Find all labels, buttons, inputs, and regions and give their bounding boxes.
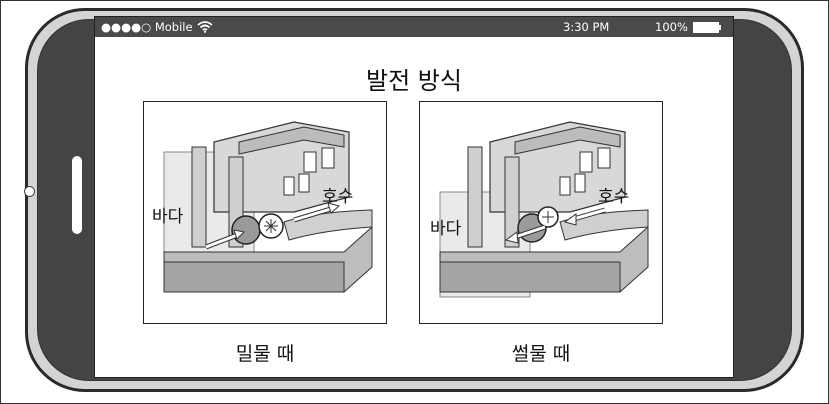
lake-label: 호수 bbox=[322, 187, 353, 207]
sea-label: 바다 bbox=[430, 219, 462, 239]
battery-percent: 100% bbox=[655, 20, 688, 34]
flood-tide-caption: 밀물 때 bbox=[235, 343, 295, 365]
camera-icon bbox=[24, 186, 35, 197]
ebb-tide-caption: 썰물 때 bbox=[511, 343, 571, 365]
ebb-tide-illustration: 바다 호수 bbox=[419, 101, 663, 324]
page-title: 발전 방식 bbox=[366, 67, 462, 95]
dam-diagram-flood: 바다 호수 bbox=[152, 121, 373, 293]
carrier-label: ●●●●○ Mobile bbox=[101, 20, 193, 34]
home-button-icon[interactable] bbox=[71, 155, 83, 235]
status-time: 3:30 PM bbox=[563, 20, 610, 34]
wifi-icon bbox=[196, 21, 213, 33]
lake-label: 호수 bbox=[598, 187, 629, 207]
status-bar: ●●●●○ Mobile 3:30 PM 100% bbox=[95, 17, 733, 37]
dam-diagram-ebb: 바다 호수 bbox=[430, 121, 649, 298]
phone-screen: ●●●●○ Mobile 3:30 PM 100% 발전 방식 bbox=[94, 16, 734, 378]
flood-tide-illustration: 바다 호수 bbox=[143, 101, 387, 324]
battery-icon bbox=[692, 21, 721, 33]
sea-label: 바다 bbox=[152, 207, 184, 227]
